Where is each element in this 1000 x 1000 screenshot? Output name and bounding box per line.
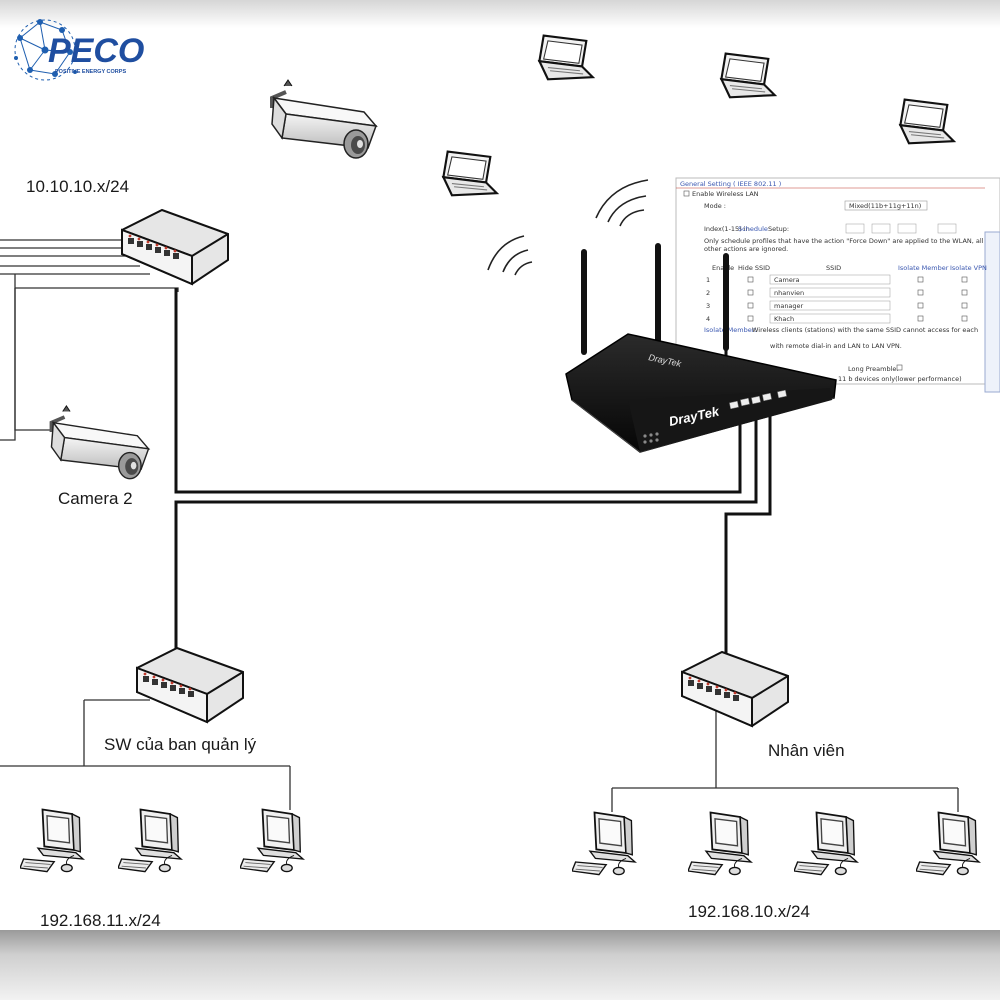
ssid-value: manager	[774, 302, 804, 310]
schedule-index-4[interactable]	[937, 223, 957, 234]
isolate-member-checkbox[interactable]	[917, 302, 924, 309]
hide-ssid-checkbox[interactable]	[747, 289, 754, 296]
isolate-member-desc-2: with remote dial-in and LAN to LAN VPN.	[770, 342, 902, 350]
ssid-table: 1 Camera 2 nhanvien 3 manager 4 Khach	[706, 274, 968, 324]
ssid-row-number: 1	[706, 276, 710, 284]
schedule-index-1[interactable]	[845, 223, 865, 234]
col-hide-ssid: Hide SSID	[738, 264, 770, 272]
draytek-router: DrayTek DrayTek	[565, 243, 837, 453]
ssid-input[interactable]	[769, 274, 891, 285]
ssid-row: 4 Khach	[706, 313, 968, 324]
schedule-index-2[interactable]	[871, 223, 891, 234]
management-network-label: 192.168.11.x/24	[40, 911, 161, 930]
ssid-row: 2 nhanvien	[706, 287, 968, 298]
isolate-member-title: Isolate Member:	[704, 326, 757, 334]
hide-ssid-checkbox[interactable]	[747, 315, 754, 322]
long-preamble-desc: 11 b devices only(lower performance)	[838, 375, 962, 383]
index-text: Index(1-15) in	[704, 225, 750, 233]
camera-network-label: 10.10.10.x/24	[26, 177, 129, 196]
bottom-shadow-band	[0, 930, 1000, 1000]
isolate-member-checkbox[interactable]	[917, 315, 924, 322]
ssid-value: Camera	[774, 276, 800, 284]
peco-logo: PECO POSITIVE ENERGY CORPS	[14, 19, 144, 81]
enable-wlan-checkbox[interactable]	[683, 190, 690, 197]
management-switch-label: SW của ban quản lý	[104, 735, 257, 754]
isolate-vpn-checkbox[interactable]	[961, 276, 968, 283]
schedule-index-3[interactable]	[897, 223, 917, 234]
staff-switch-label: Nhân viên	[768, 741, 845, 760]
staff-network-label: 192.168.10.x/24	[688, 902, 810, 921]
isolate-member-desc: Wireless clients (stations) with the sam…	[752, 326, 978, 334]
router-port-4	[762, 392, 772, 402]
mode-label: Mode :	[704, 202, 726, 210]
camera-2-label: Camera 2	[58, 489, 133, 508]
logo-tagline: POSITIVE ENERGY CORPS	[55, 69, 126, 75]
schedule-note-1: Only schedule profiles that have the act…	[704, 237, 984, 245]
col-isolate-vpn: Isolate VPN	[950, 264, 987, 272]
network-globe-icon	[14, 19, 77, 81]
router-port-1	[729, 400, 739, 410]
ssid-row: 1 Camera	[706, 274, 968, 285]
logo-text: PECO	[48, 32, 144, 70]
setup-text: Setup:	[768, 225, 789, 233]
col-ssid: SSID	[826, 264, 841, 272]
wifi-signal-icon	[487, 179, 649, 276]
long-preamble-label: Long Preamble:	[848, 365, 899, 373]
mode-value: Mixed(11b+11g+11n)	[849, 202, 921, 210]
top-shadow-band	[0, 0, 1000, 28]
wireless-config-panel: General Setting ( IEEE 802.11 ) Enable W…	[675, 177, 1000, 393]
isolate-vpn-checkbox[interactable]	[961, 289, 968, 296]
schedule-note-2: other actions are ignored.	[704, 245, 788, 253]
isolate-vpn-checkbox[interactable]	[961, 302, 968, 309]
isolate-member-checkbox[interactable]	[917, 276, 924, 283]
ssid-row-number: 3	[706, 302, 710, 310]
ssid-input[interactable]	[769, 287, 891, 298]
router-port-2	[740, 397, 750, 407]
enable-wlan-label: Enable Wireless LAN	[692, 190, 759, 198]
isolate-vpn-checkbox[interactable]	[961, 315, 968, 322]
mode-select[interactable]	[844, 200, 928, 211]
router-wan-port	[777, 389, 787, 399]
ssid-value: Khach	[774, 315, 794, 323]
ssid-value: nhanvien	[774, 289, 804, 297]
ssid-row-number: 2	[706, 289, 710, 297]
col-isolate-member: Isolate Member	[898, 264, 949, 272]
ssid-row: 3 manager	[706, 300, 968, 311]
ssid-input[interactable]	[769, 313, 891, 324]
router-port-3	[751, 395, 761, 405]
schedule-link[interactable]: Schedule	[738, 225, 768, 233]
hide-ssid-checkbox[interactable]	[747, 276, 754, 283]
config-header: General Setting ( IEEE 802.11 )	[680, 180, 781, 188]
ssid-row-number: 4	[706, 315, 710, 323]
hide-ssid-checkbox[interactable]	[747, 302, 754, 309]
ssid-input[interactable]	[769, 300, 891, 311]
long-preamble-checkbox[interactable]	[896, 364, 903, 371]
isolate-member-checkbox[interactable]	[917, 289, 924, 296]
